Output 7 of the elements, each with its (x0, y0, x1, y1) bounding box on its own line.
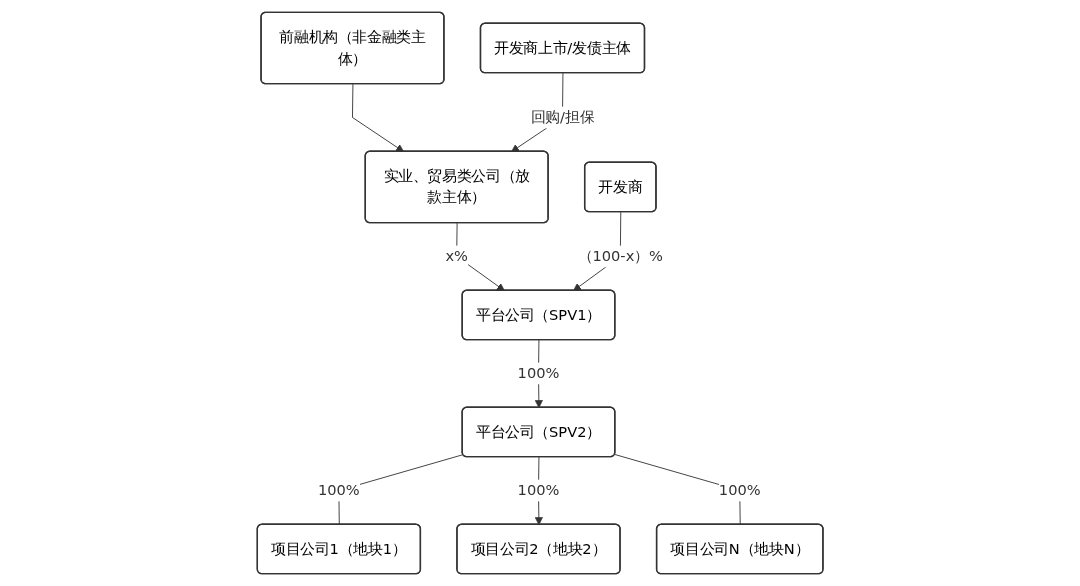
edge-label: 100% (317, 481, 360, 499)
edge-label: 回购/担保 (530, 108, 595, 126)
edge-label: 100% (718, 481, 761, 499)
edge-label: x% (445, 247, 468, 265)
edge-label: 100% (517, 364, 560, 382)
edge-label: （100-x）% (577, 247, 663, 265)
edge-label: 100% (517, 481, 560, 499)
